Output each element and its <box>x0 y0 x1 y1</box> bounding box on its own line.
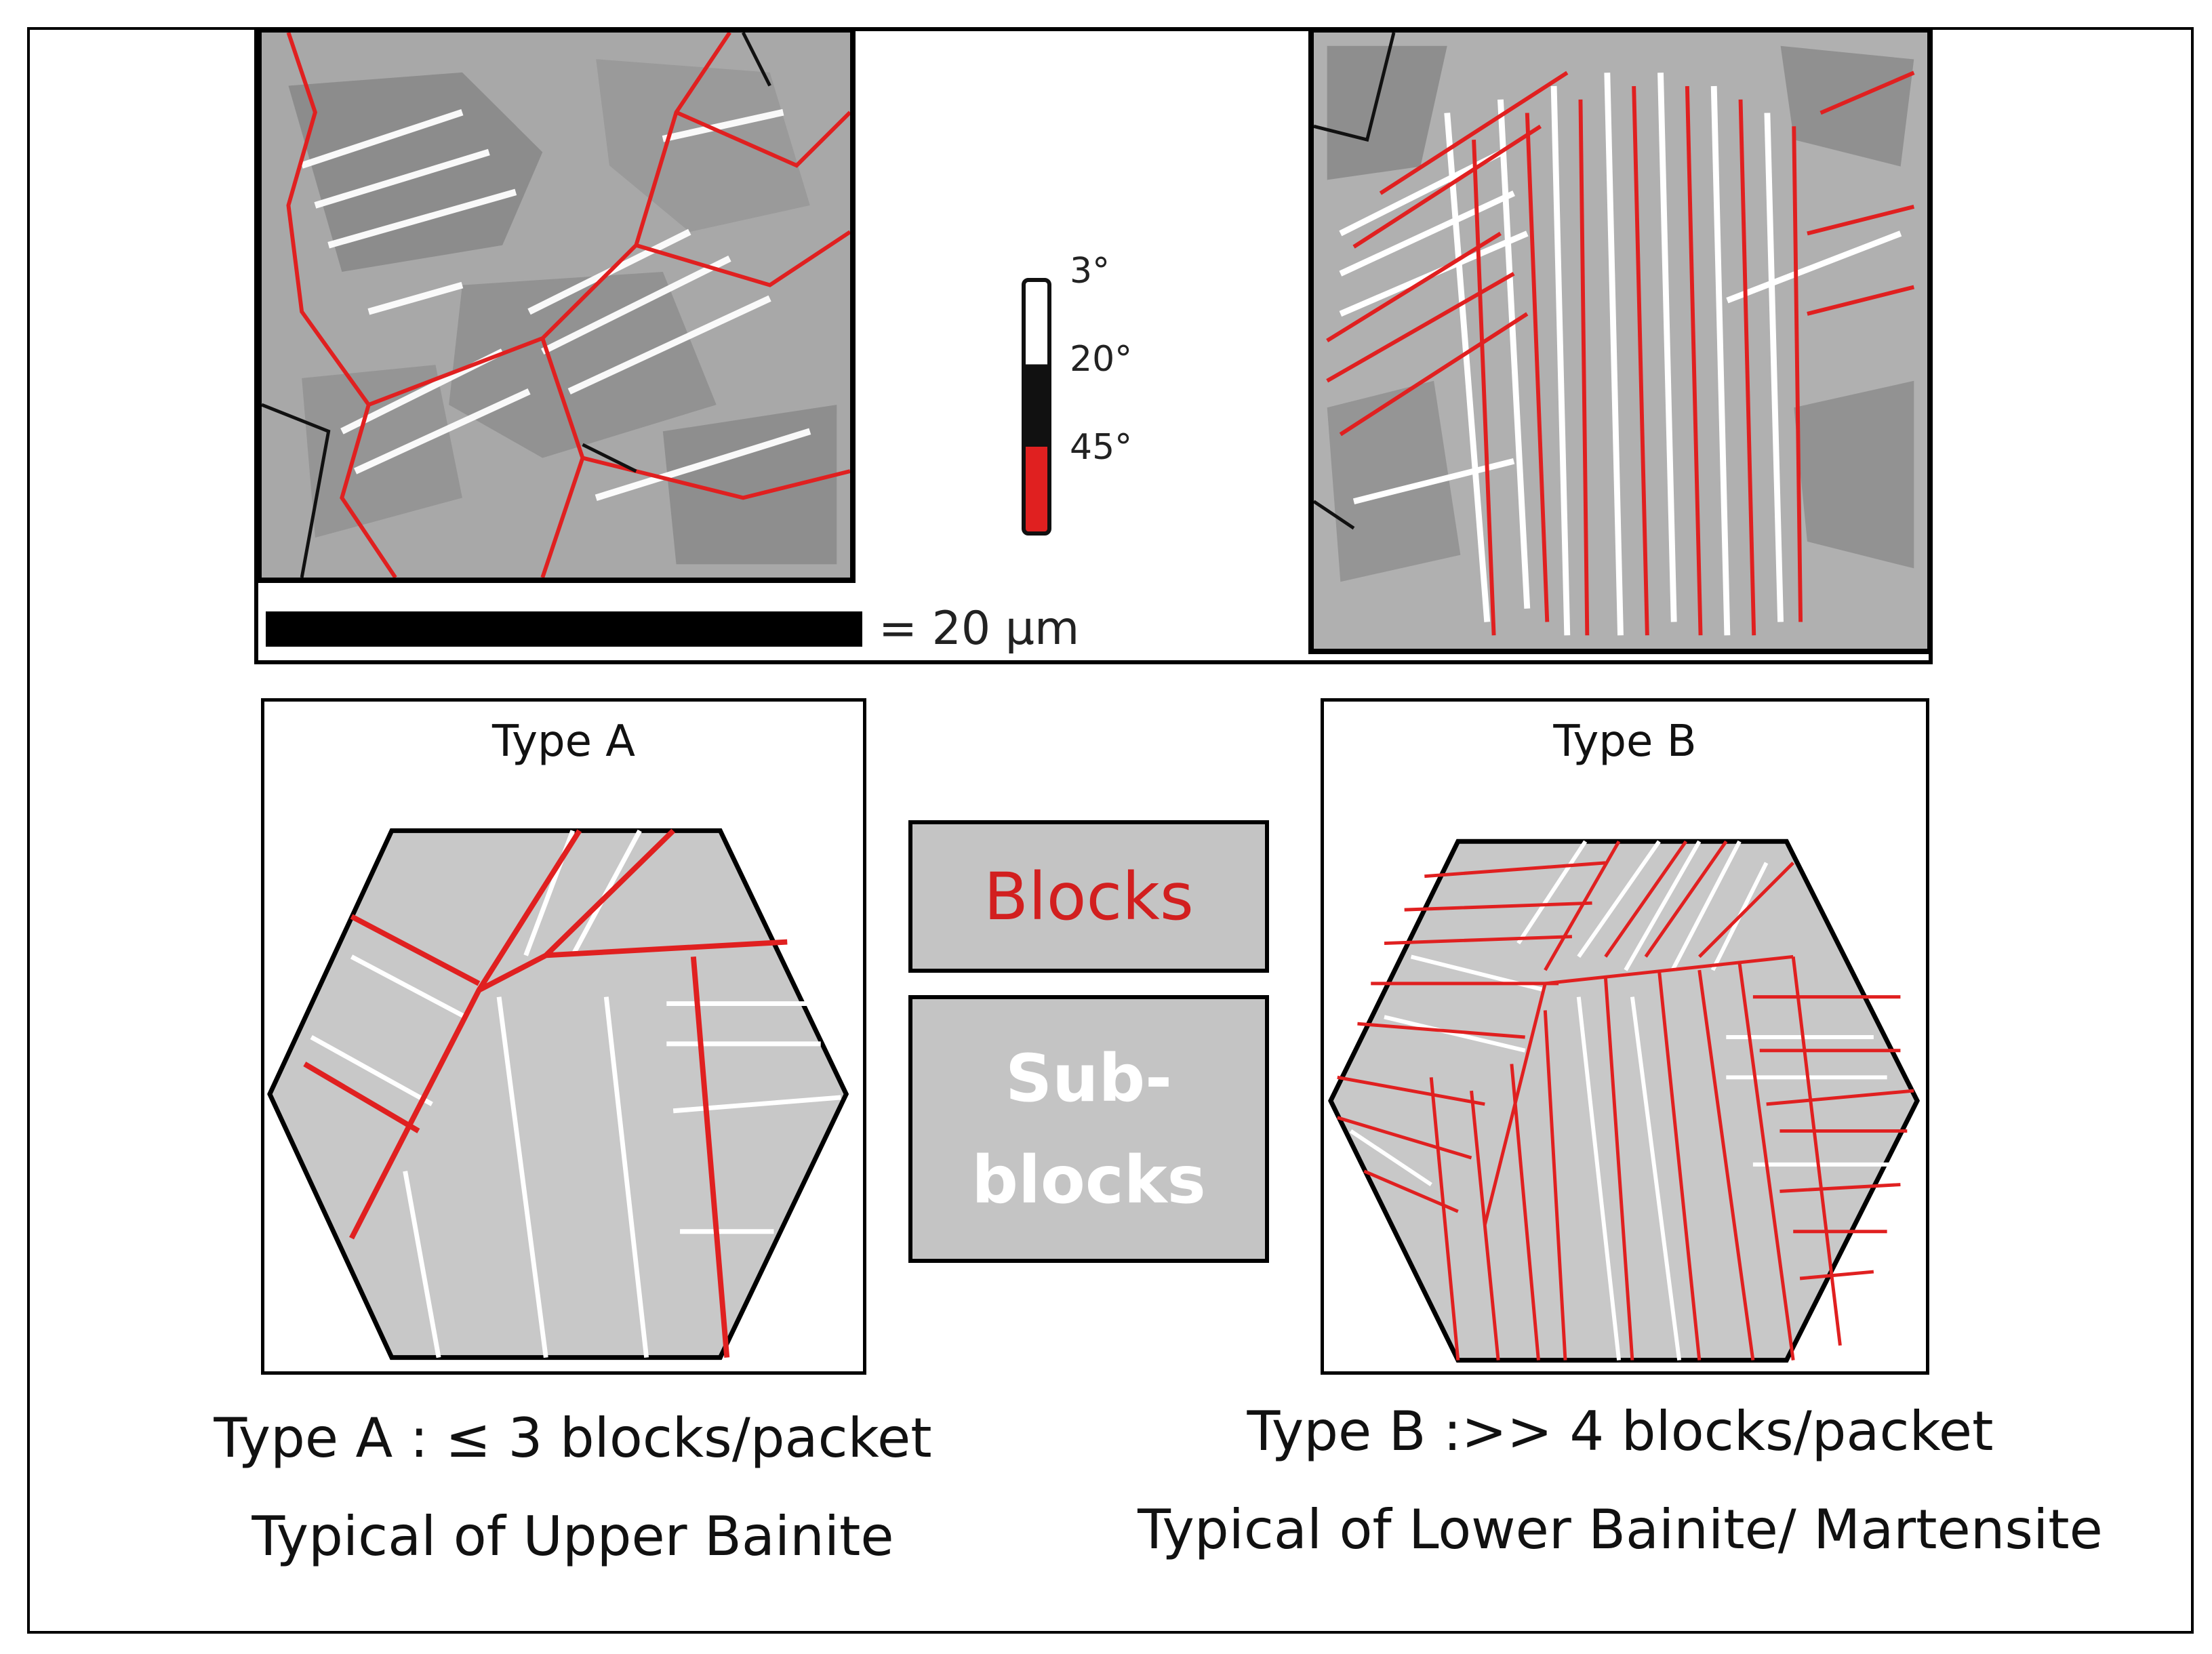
type-b-hexagon <box>1328 839 1921 1363</box>
micrograph-upper-bainite <box>256 27 856 583</box>
scale-bar <box>266 611 862 647</box>
type-b-caption-line1: Type B :>> 4 blocks/packet <box>1247 1400 1994 1463</box>
micrograph-lower-bainite-texture <box>1314 33 1927 649</box>
type-b-schematic: Type B <box>1321 698 1929 1375</box>
misorientation-legend-bar <box>1022 278 1051 536</box>
type-a-schematic: Type A <box>261 698 866 1375</box>
type-a-title: Type A <box>491 717 636 767</box>
type-a-caption-line2: Typical of Upper Bainite <box>252 1505 894 1568</box>
type-a-hexagon <box>267 828 849 1360</box>
legend-subblocks-label-2: blocks <box>971 1142 1206 1218</box>
legend-subblocks: Sub- blocks <box>908 995 1269 1263</box>
legend-blocks-label: Blocks <box>984 858 1194 935</box>
scale-bar-label: = 20 μm <box>879 602 1080 655</box>
misorientation-tick-20: 20° <box>1070 339 1133 380</box>
misorientation-tick-45: 45° <box>1070 427 1133 468</box>
type-a-caption-line1: Type A : ≤ 3 blocks/packet <box>214 1407 932 1470</box>
legend-blocks: Blocks <box>908 820 1269 973</box>
misorientation-tick-3: 3° <box>1070 251 1110 291</box>
type-b-title: Type B <box>1553 717 1697 767</box>
micrograph-lower-bainite <box>1308 27 1933 654</box>
legend-subblocks-label-1: Sub- <box>1005 1040 1173 1116</box>
type-b-caption-line2: Typical of Lower Bainite/ Martensite <box>1138 1498 2103 1561</box>
micrograph-upper-bainite-texture <box>262 33 850 578</box>
